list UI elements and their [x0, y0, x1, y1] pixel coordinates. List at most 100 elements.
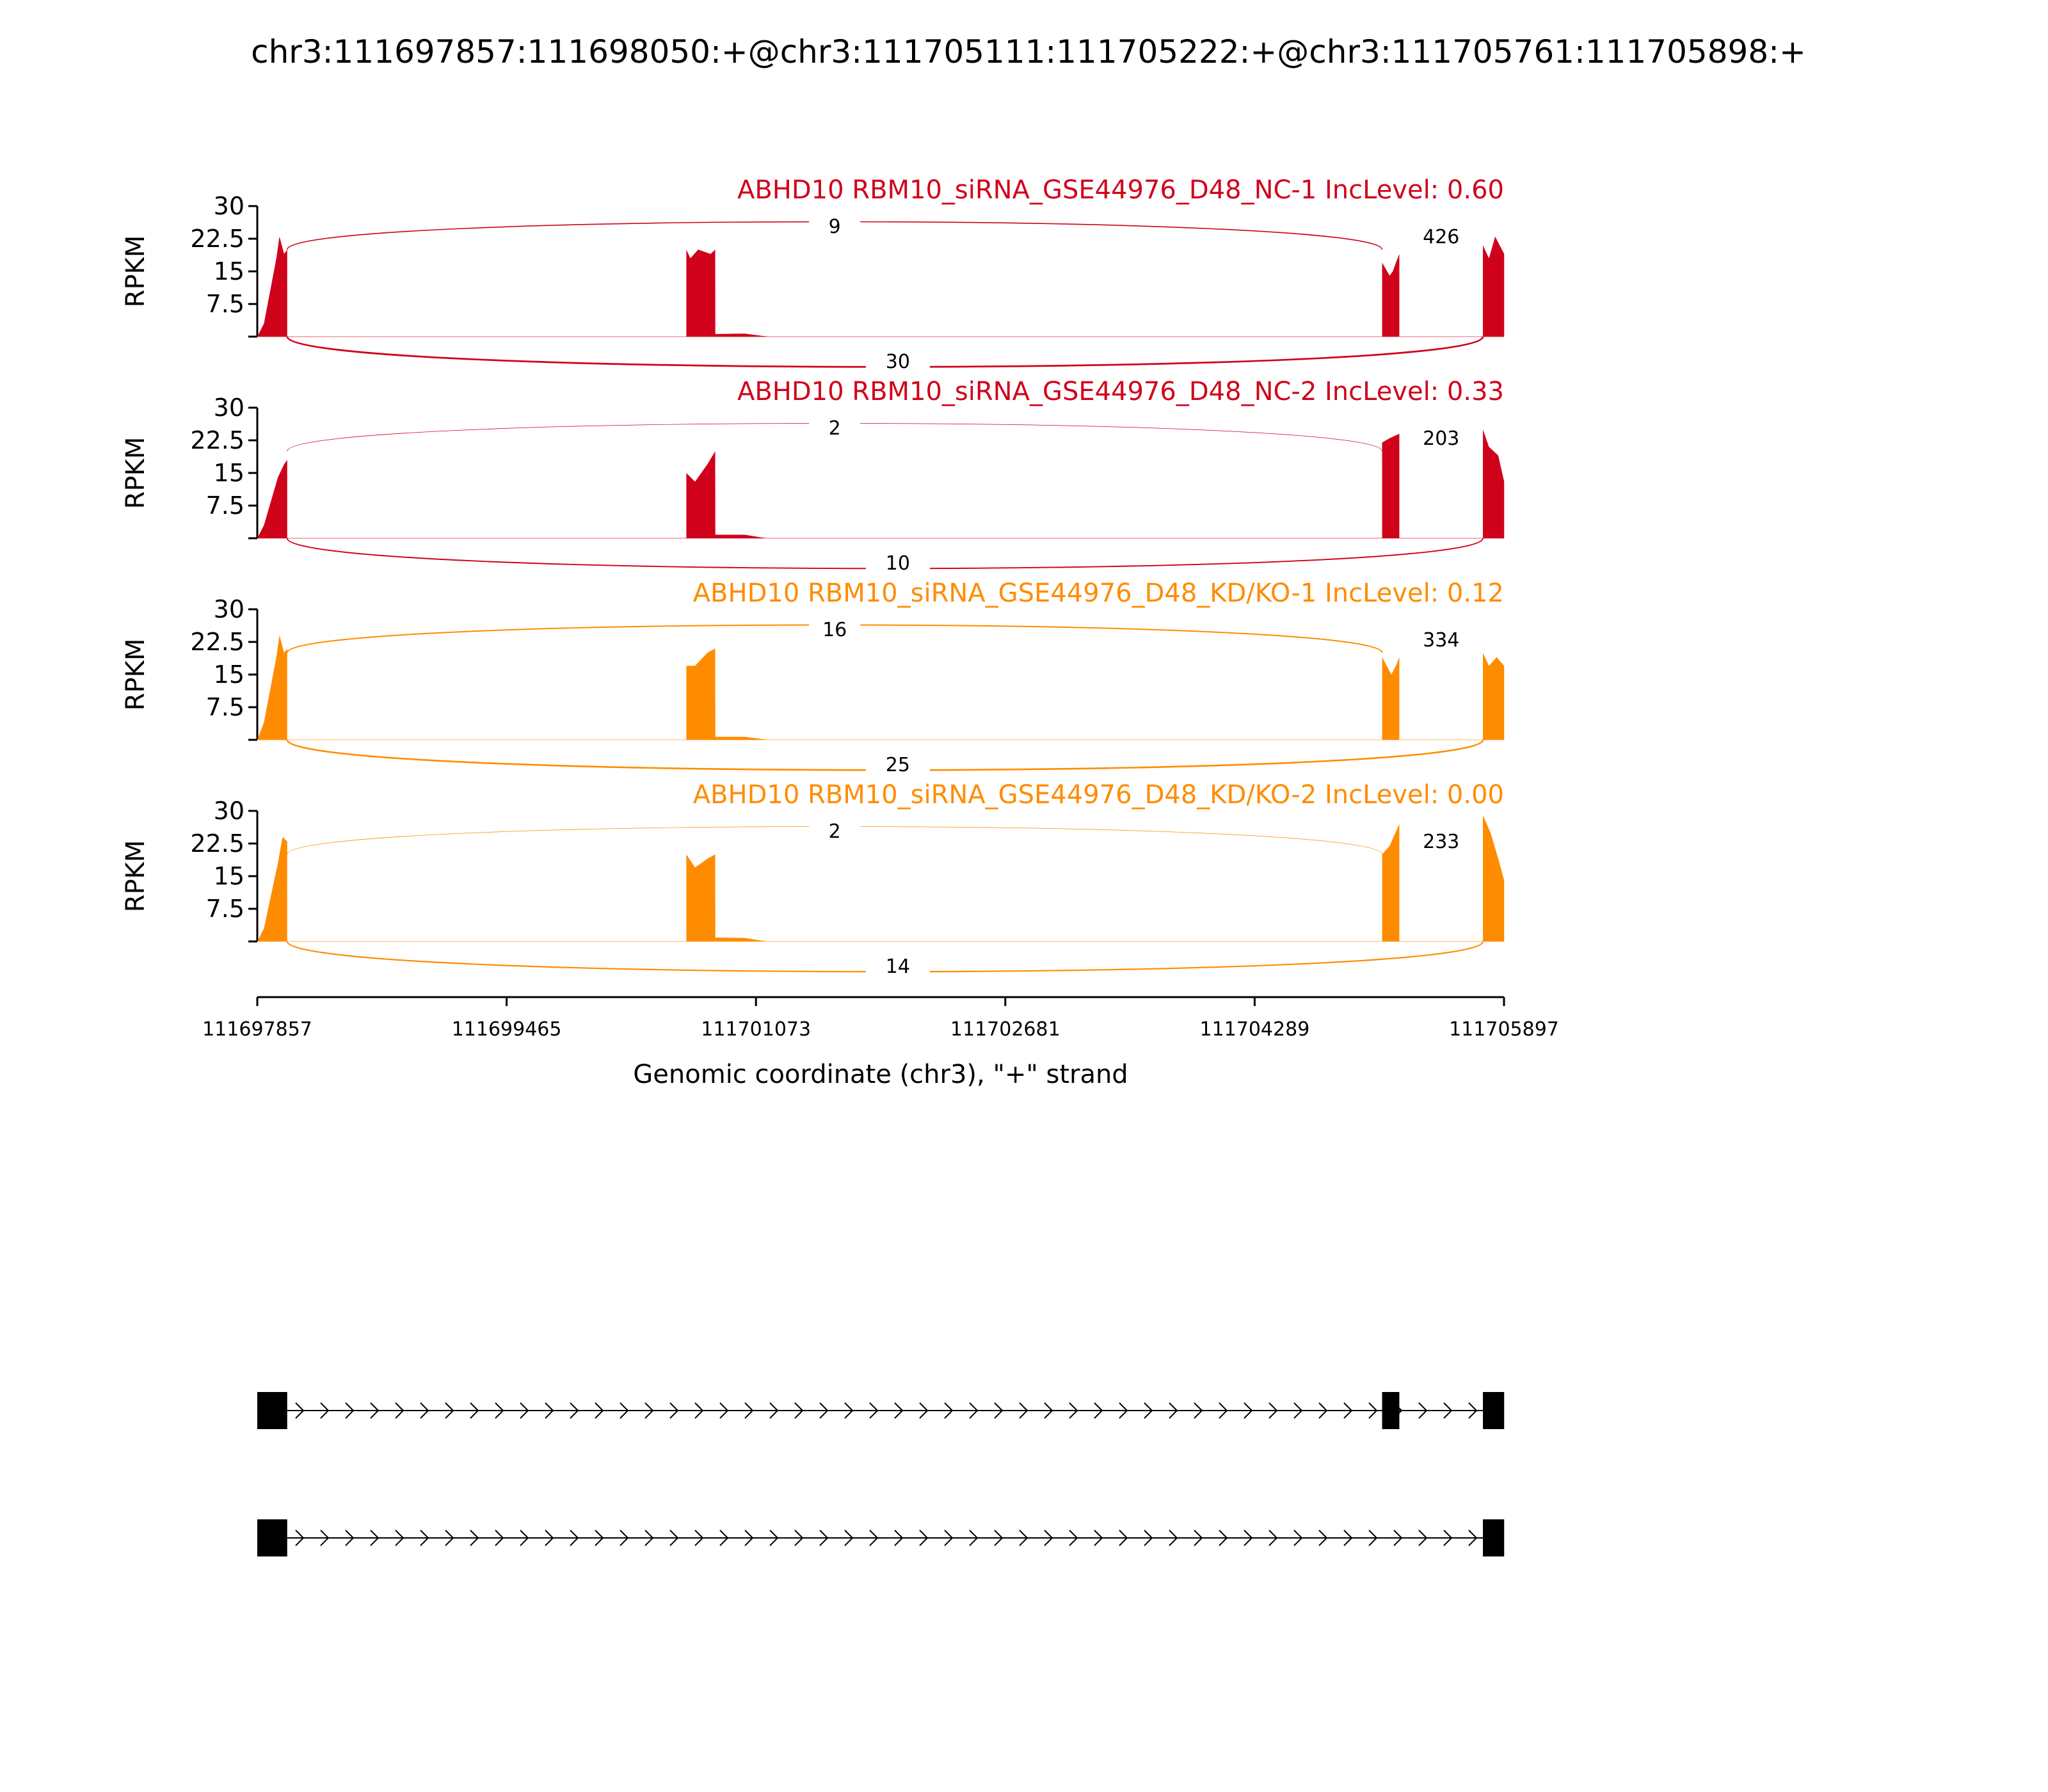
coverage-area [257, 460, 287, 538]
x-tick-label: 111697857 [202, 1018, 312, 1041]
strand-arrow-icon [669, 1530, 679, 1546]
strand-arrow-icon [1144, 1530, 1153, 1546]
strand-arrow-icon [1368, 1402, 1378, 1419]
coverage-area [1382, 824, 1400, 941]
strand-arrow-icon [669, 1402, 679, 1419]
strand-arrow-icon [744, 1402, 754, 1419]
coverage-area [686, 250, 768, 337]
junction-count-mid: 233 [1423, 831, 1459, 853]
panel-4: ABHD10 RBM10_siRNA_GSE44976_D48_KD/KO-2 … [121, 780, 1505, 978]
x-tick-label: 111702681 [950, 1018, 1060, 1041]
strand-arrow-icon [969, 1402, 979, 1419]
strand-arrow-icon [1368, 1530, 1378, 1546]
strand-arrow-icon [420, 1530, 429, 1546]
x-tick-label: 111705897 [1449, 1018, 1559, 1041]
label-bg [865, 349, 930, 371]
strand-arrow-icon [1468, 1402, 1478, 1419]
strand-arrow-icon [520, 1402, 529, 1419]
x-tick-label: 111699465 [452, 1018, 562, 1041]
junction-count-mid: 334 [1423, 629, 1459, 652]
strand-arrow-icon [320, 1530, 330, 1546]
strand-arrow-icon [295, 1530, 305, 1546]
strand-arrow-icon [969, 1530, 979, 1546]
y-tick-label: 7.5 [206, 895, 244, 923]
strand-arrow-icon [1094, 1402, 1103, 1419]
y-tick-label: 22.5 [190, 829, 244, 858]
panel-title: ABHD10 RBM10_siRNA_GSE44976_D48_NC-2 Inc… [737, 377, 1504, 406]
strand-arrow-icon [1169, 1530, 1178, 1546]
junction-count-lower: 10 [886, 552, 910, 575]
x-tick-label: 111704289 [1200, 1018, 1310, 1041]
strand-arrow-icon [744, 1530, 754, 1546]
y-tick-label: 15 [214, 459, 244, 487]
label-bg [865, 551, 930, 573]
strand-arrow-icon [1019, 1402, 1028, 1419]
panel-title: ABHD10 RBM10_siRNA_GSE44976_D48_NC-1 Inc… [737, 175, 1504, 205]
junction-count-lower: 14 [886, 956, 910, 978]
strand-arrow-icon [370, 1402, 380, 1419]
strand-arrow-icon [545, 1402, 554, 1419]
y-tick-label: 15 [214, 660, 244, 689]
strand-arrow-icon [869, 1530, 879, 1546]
strand-arrow-icon [819, 1402, 829, 1419]
y-tick-label: 7.5 [206, 290, 244, 318]
exon-block [1483, 1392, 1505, 1429]
strand-arrow-icon [1268, 1402, 1278, 1419]
y-tick-label: 30 [214, 797, 244, 825]
y-tick-label: 15 [214, 257, 244, 285]
strand-arrow-icon [1393, 1530, 1403, 1546]
exon-block [257, 1392, 287, 1429]
strand-arrow-icon [620, 1530, 629, 1546]
y-tick-label: 7.5 [206, 492, 244, 520]
y-axis-label: RPKM [121, 437, 150, 509]
strand-arrow-icon [1293, 1530, 1303, 1546]
strand-arrow-icon [545, 1530, 554, 1546]
strand-arrow-icon [395, 1402, 404, 1419]
strand-arrow-icon [1244, 1402, 1253, 1419]
x-tick-label: 111701073 [701, 1018, 811, 1041]
strand-arrow-icon [1443, 1402, 1453, 1419]
strand-arrow-icon [1069, 1530, 1078, 1546]
junction-count-lower: 30 [886, 351, 910, 373]
strand-arrow-icon [1044, 1402, 1053, 1419]
label-bg [809, 215, 861, 237]
junction-count-upper: 2 [829, 820, 841, 843]
label-bg [865, 954, 930, 976]
strand-arrow-icon [345, 1402, 355, 1419]
x-axis-label: Genomic coordinate (chr3), "+" strand [633, 1060, 1128, 1089]
coverage-area [1483, 236, 1505, 337]
coverage-area [1382, 657, 1400, 740]
y-axis-label: RPKM [121, 840, 150, 913]
coverage-area [257, 635, 287, 740]
strand-arrow-icon [495, 1402, 504, 1419]
strand-arrow-icon [1244, 1530, 1253, 1546]
exon-block [1483, 1519, 1505, 1556]
figure-title: chr3:111697857:111698050:+@chr3:11170511… [251, 33, 1806, 70]
panel-3: ABHD10 RBM10_siRNA_GSE44976_D48_KD/KO-1 … [121, 579, 1505, 776]
y-axis-label: RPKM [121, 236, 150, 308]
junction-count-mid: 203 [1423, 428, 1459, 450]
strand-arrow-icon [345, 1530, 355, 1546]
strand-arrow-icon [1194, 1402, 1203, 1419]
strand-arrow-icon [570, 1402, 579, 1419]
strand-arrow-icon [719, 1402, 729, 1419]
strand-arrow-icon [520, 1530, 529, 1546]
strand-arrow-icon [570, 1530, 579, 1546]
junction-count-upper: 9 [829, 216, 841, 238]
strand-arrow-icon [1343, 1530, 1353, 1546]
coverage-area [257, 236, 287, 337]
strand-arrow-icon [894, 1402, 904, 1419]
strand-arrow-icon [320, 1402, 330, 1419]
strand-arrow-icon [1094, 1530, 1103, 1546]
strand-arrow-icon [944, 1530, 954, 1546]
strand-arrow-icon [719, 1530, 729, 1546]
strand-arrow-icon [395, 1530, 404, 1546]
strand-arrow-icon [445, 1530, 454, 1546]
label-bg [809, 618, 861, 640]
label-bg [865, 753, 930, 774]
coverage-area [686, 854, 767, 941]
strand-arrow-icon [1418, 1530, 1428, 1546]
coverage-area [1382, 433, 1400, 538]
strand-arrow-icon [445, 1402, 454, 1419]
panel-title: ABHD10 RBM10_siRNA_GSE44976_D48_KD/KO-1 … [693, 579, 1504, 608]
